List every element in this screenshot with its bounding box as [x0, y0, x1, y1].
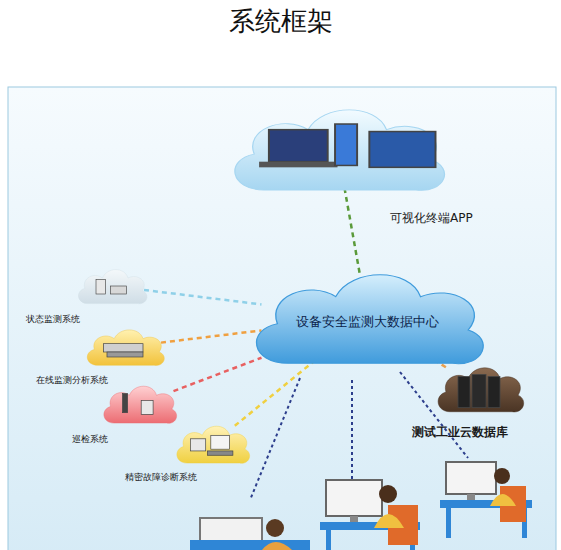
cloud-node: 在线监测分析系统: [80, 322, 170, 372]
cloud-shape: [430, 358, 530, 420]
cloud-node: 可视化终端APP: [215, 92, 460, 205]
diagram-title: 系统框架: [0, 4, 561, 39]
workstation: [190, 518, 310, 550]
dashed-connector: [144, 290, 262, 304]
cloud-shape: [80, 322, 170, 372]
dashed-connector: [235, 361, 314, 426]
node-label: 状态监测系统: [26, 313, 80, 326]
cloud-shape: [72, 262, 152, 310]
node-label: 巡检系统: [72, 433, 108, 446]
node-label: 测试工业云数据库: [412, 424, 508, 441]
cloud-node: 测试工业云数据库: [430, 358, 530, 420]
dashed-connector: [345, 188, 360, 274]
cloud-shape: [215, 92, 460, 205]
cloud-node: 精密故障诊断系统: [170, 418, 255, 470]
cloud-shape: [97, 378, 182, 430]
node-label: 精密故障诊断系统: [125, 471, 197, 484]
workstation: [320, 480, 420, 550]
node-label: 设备安全监测大数据中心: [296, 313, 439, 331]
dashed-connector: [161, 330, 262, 342]
leader-line: [351, 380, 353, 488]
node-label: 可视化终端APP: [390, 210, 473, 227]
node-label: 在线监测分析系统: [36, 374, 108, 387]
cloud-node: 设备安全监测大数据中心: [235, 255, 500, 380]
panel: [8, 87, 556, 550]
leader-line: [250, 378, 300, 500]
cloud-node: 巡检系统: [97, 378, 182, 430]
cloud-node: 状态监测系统: [72, 262, 152, 310]
dashed-connector: [174, 358, 262, 391]
workstation: [440, 462, 532, 538]
cloud-shape: [170, 418, 255, 470]
